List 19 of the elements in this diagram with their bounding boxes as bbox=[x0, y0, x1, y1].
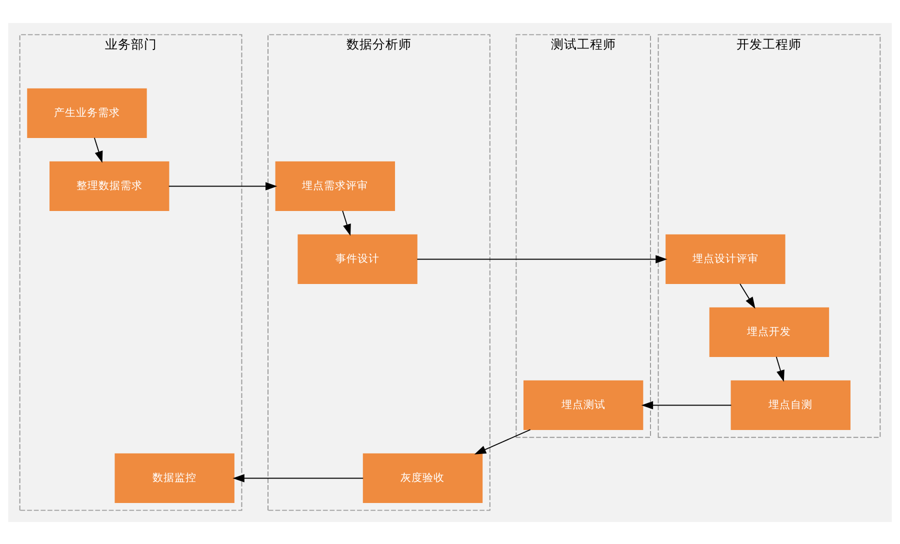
node-box: 埋点测试 bbox=[523, 380, 644, 430]
arrow bbox=[342, 210, 351, 236]
arrow bbox=[474, 428, 531, 454]
node-box: 埋点自测 bbox=[730, 380, 850, 430]
arrow bbox=[232, 474, 364, 482]
node-box: 灰度验收 bbox=[362, 452, 483, 503]
arrow bbox=[641, 400, 732, 409]
arrow bbox=[740, 282, 756, 308]
node-box: 整理数据需求 bbox=[50, 160, 170, 211]
arrow bbox=[94, 136, 103, 162]
arrow bbox=[416, 254, 668, 263]
node-box: 埋点需求评审 bbox=[275, 160, 396, 211]
arrow bbox=[168, 182, 278, 190]
node-box: 数据监控 bbox=[114, 452, 234, 503]
node-box: 事件设计 bbox=[298, 234, 418, 284]
arrow bbox=[776, 356, 784, 382]
node-box: 埋点设计评审 bbox=[666, 234, 786, 284]
node-box: 埋点开发 bbox=[709, 306, 830, 357]
node-box: 产生业务需求 bbox=[27, 88, 147, 138]
